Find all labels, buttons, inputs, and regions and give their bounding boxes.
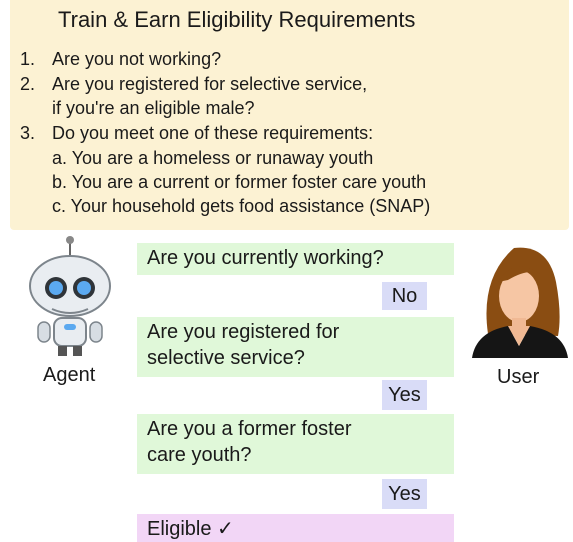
user-reply-1: No	[382, 282, 427, 310]
message-line: care youth?	[147, 444, 252, 466]
requirements-panel: Train & Earn Eligibility Requirements 1.…	[10, 0, 569, 230]
requirements-title: Train & Earn Eligibility Requirements	[58, 7, 416, 32]
woman-avatar-icon	[472, 247, 568, 358]
requirement-number: 2.	[20, 74, 36, 94]
robot-icon	[29, 236, 111, 356]
requirement-text: if you're an eligible male?	[52, 98, 255, 118]
eligibility-result: Eligible ✓	[137, 514, 454, 542]
user-reply-3: Yes	[382, 479, 427, 509]
message-line: Are you a former foster	[147, 418, 352, 440]
requirement-subitem-b: b. You are a current or former foster ca…	[52, 172, 427, 192]
requirement-item-1: 1. Are you not working?	[20, 49, 221, 70]
requirement-item-2: 2. Are you registered for selective servi…	[20, 74, 367, 95]
requirement-number: 3.	[20, 123, 36, 143]
message-line: selective service?	[147, 347, 305, 369]
agent-message-2: Are you registered for selective service…	[137, 317, 454, 377]
requirement-number: 1.	[20, 49, 36, 69]
agent-message-3: Are you a former foster care youth?	[137, 414, 454, 474]
user-reply-2: Yes	[382, 380, 427, 410]
agent-message-1: Are you currently working?	[137, 243, 454, 275]
message-line: Are you registered for	[147, 321, 340, 343]
requirement-subitem-a: a. You are a homeless or runaway youth	[52, 148, 374, 168]
user-label: User	[497, 366, 540, 388]
requirement-text: Are you not working?	[52, 49, 222, 69]
requirement-item-3: 3. Do you meet one of these requirements:	[20, 123, 373, 144]
requirement-subitem-c: c. Your household gets food assistance (…	[52, 196, 431, 216]
requirement-text: Do you meet one of these requirements:	[52, 123, 374, 143]
agent-label: Agent	[43, 364, 96, 386]
requirement-text: Are you registered for selective service…	[52, 74, 368, 94]
requirement-item-2-continued: if you're an eligible male?	[20, 98, 255, 119]
